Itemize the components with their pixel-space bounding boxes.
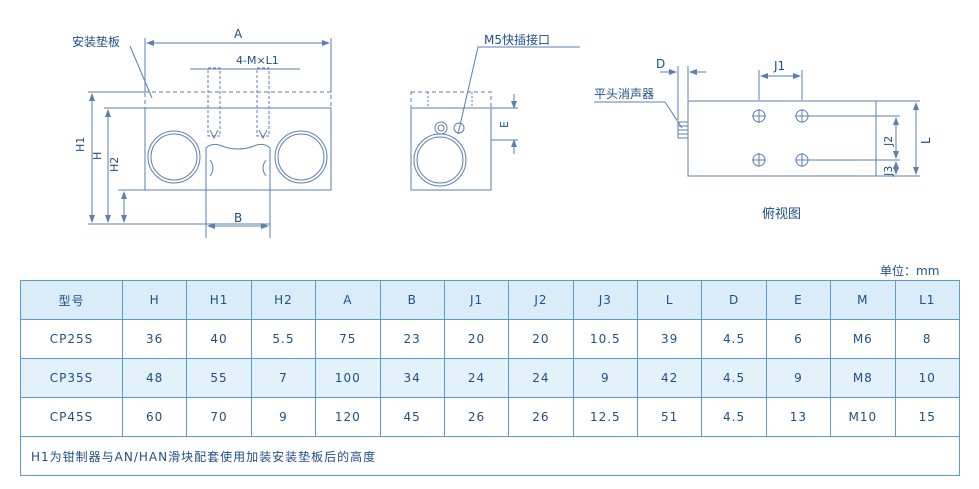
- header-cell: J1: [443, 280, 510, 320]
- dim-l-label: L: [919, 137, 933, 144]
- table-cell: 9: [765, 358, 832, 398]
- table-cell: 9: [572, 358, 639, 398]
- header-cell: H1: [186, 280, 252, 320]
- table-cell: 51: [636, 397, 703, 437]
- table-row: CP25S 36 40 5.5 75 23 20 20 10.5 39 4.5 …: [20, 319, 960, 359]
- dim-e-label: E: [498, 121, 511, 128]
- table-cell: 9: [250, 397, 317, 437]
- table-cell: 100: [315, 358, 381, 398]
- header-cell: J3: [572, 280, 639, 320]
- table-cell: 26: [443, 397, 510, 437]
- table-row: CP45S 60 70 9 120 45 26 26 12.5 51 4.5 1…: [20, 397, 960, 437]
- dim-h2-label: H2: [108, 157, 121, 172]
- table-cell: 23: [379, 319, 445, 359]
- header-cell: B: [379, 280, 445, 320]
- table-cell: 10.5: [572, 319, 639, 359]
- table-cell: 8: [894, 319, 960, 359]
- technical-drawing: 安装垫板 A 4-M×L1 H1 H H2 B M5快插接口 E: [72, 27, 933, 238]
- table-cell: 24: [443, 358, 510, 398]
- header-cell: L1: [894, 280, 960, 320]
- port-label: M5快插接口: [484, 32, 550, 47]
- muffler-label: 平头消声器: [594, 87, 654, 101]
- table-cell: 36: [121, 319, 188, 359]
- table-cell: 15: [894, 397, 960, 437]
- table-cell: CP35S: [20, 358, 123, 398]
- header-cell: H2: [250, 280, 317, 320]
- dim-b-label: B: [234, 211, 242, 225]
- table-cell: 12.5: [572, 397, 639, 437]
- table-cell: M6: [830, 319, 896, 359]
- header-cell: M: [830, 280, 896, 320]
- header-cell: A: [315, 280, 381, 320]
- front-view: [88, 38, 332, 238]
- table-cell: 13: [765, 397, 832, 437]
- table-cell: 40: [186, 319, 252, 359]
- dim-j1-label: J1: [773, 59, 785, 73]
- table-cell: 70: [186, 397, 252, 437]
- header-cell: L: [636, 280, 703, 320]
- header-cell: 型号: [20, 280, 123, 320]
- table-cell: 6: [765, 319, 832, 359]
- table-cell: 42: [636, 358, 703, 398]
- spec-table: 型号 H H1 H2 A B J1 J2 J3 L D E M L1 CP25S…: [20, 280, 960, 476]
- dim-h1-label: H1: [74, 137, 87, 152]
- table-cell: 39: [636, 319, 703, 359]
- table-note-row: H1为钳制器与AN/HAN滑块配套使用加装安装垫板后的高度: [20, 436, 960, 476]
- dim-j3-label: J3: [882, 166, 895, 177]
- table-cell: 120: [315, 397, 381, 437]
- table-cell: 10: [894, 358, 960, 398]
- table-row: CP35S 48 55 7 100 34 24 24 9 42 4.5 9 M8…: [20, 358, 960, 398]
- table-cell: 4.5: [701, 319, 767, 359]
- header-cell: D: [701, 280, 767, 320]
- table-cell: M8: [830, 358, 896, 398]
- table-cell: 5.5: [250, 319, 317, 359]
- table-header-row: 型号 H H1 H2 A B J1 J2 J3 L D E M L1: [20, 280, 960, 320]
- table-cell: 55: [186, 358, 252, 398]
- table-note: H1为钳制器与AN/HAN滑块配套使用加装安装垫板后的高度: [20, 436, 960, 476]
- dim-d-label: D: [656, 57, 665, 71]
- table-cell: 20: [443, 319, 510, 359]
- top-view: [594, 66, 920, 177]
- table-cell: 26: [508, 397, 574, 437]
- header-cell: H: [121, 280, 188, 320]
- table-cell: CP25S: [20, 319, 123, 359]
- table-cell: 34: [379, 358, 445, 398]
- dim-h-label: H: [91, 152, 104, 160]
- table-cell: 4.5: [701, 397, 767, 437]
- mount-plate-label: 安装垫板: [72, 34, 120, 49]
- table-cell: 24: [508, 358, 574, 398]
- table-cell: M10: [830, 397, 896, 437]
- dim-thread-label: 4-M×L1: [236, 54, 279, 67]
- table-cell: CP45S: [20, 397, 123, 437]
- header-cell: J2: [508, 280, 574, 320]
- table-cell: 45: [379, 397, 445, 437]
- dim-j2-label: J2: [882, 136, 895, 147]
- table-cell: 60: [121, 397, 188, 437]
- unit-label: 单位：mm: [880, 264, 940, 278]
- table-cell: 7: [250, 358, 317, 398]
- table-cell: 20: [508, 319, 574, 359]
- table-cell: 48: [121, 358, 188, 398]
- header-cell: E: [765, 280, 832, 320]
- dim-a-label: A: [234, 27, 243, 41]
- table-cell: 75: [315, 319, 381, 359]
- top-view-caption: 俯视图: [762, 206, 801, 222]
- table-cell: 4.5: [701, 358, 767, 398]
- side-view: [410, 46, 580, 191]
